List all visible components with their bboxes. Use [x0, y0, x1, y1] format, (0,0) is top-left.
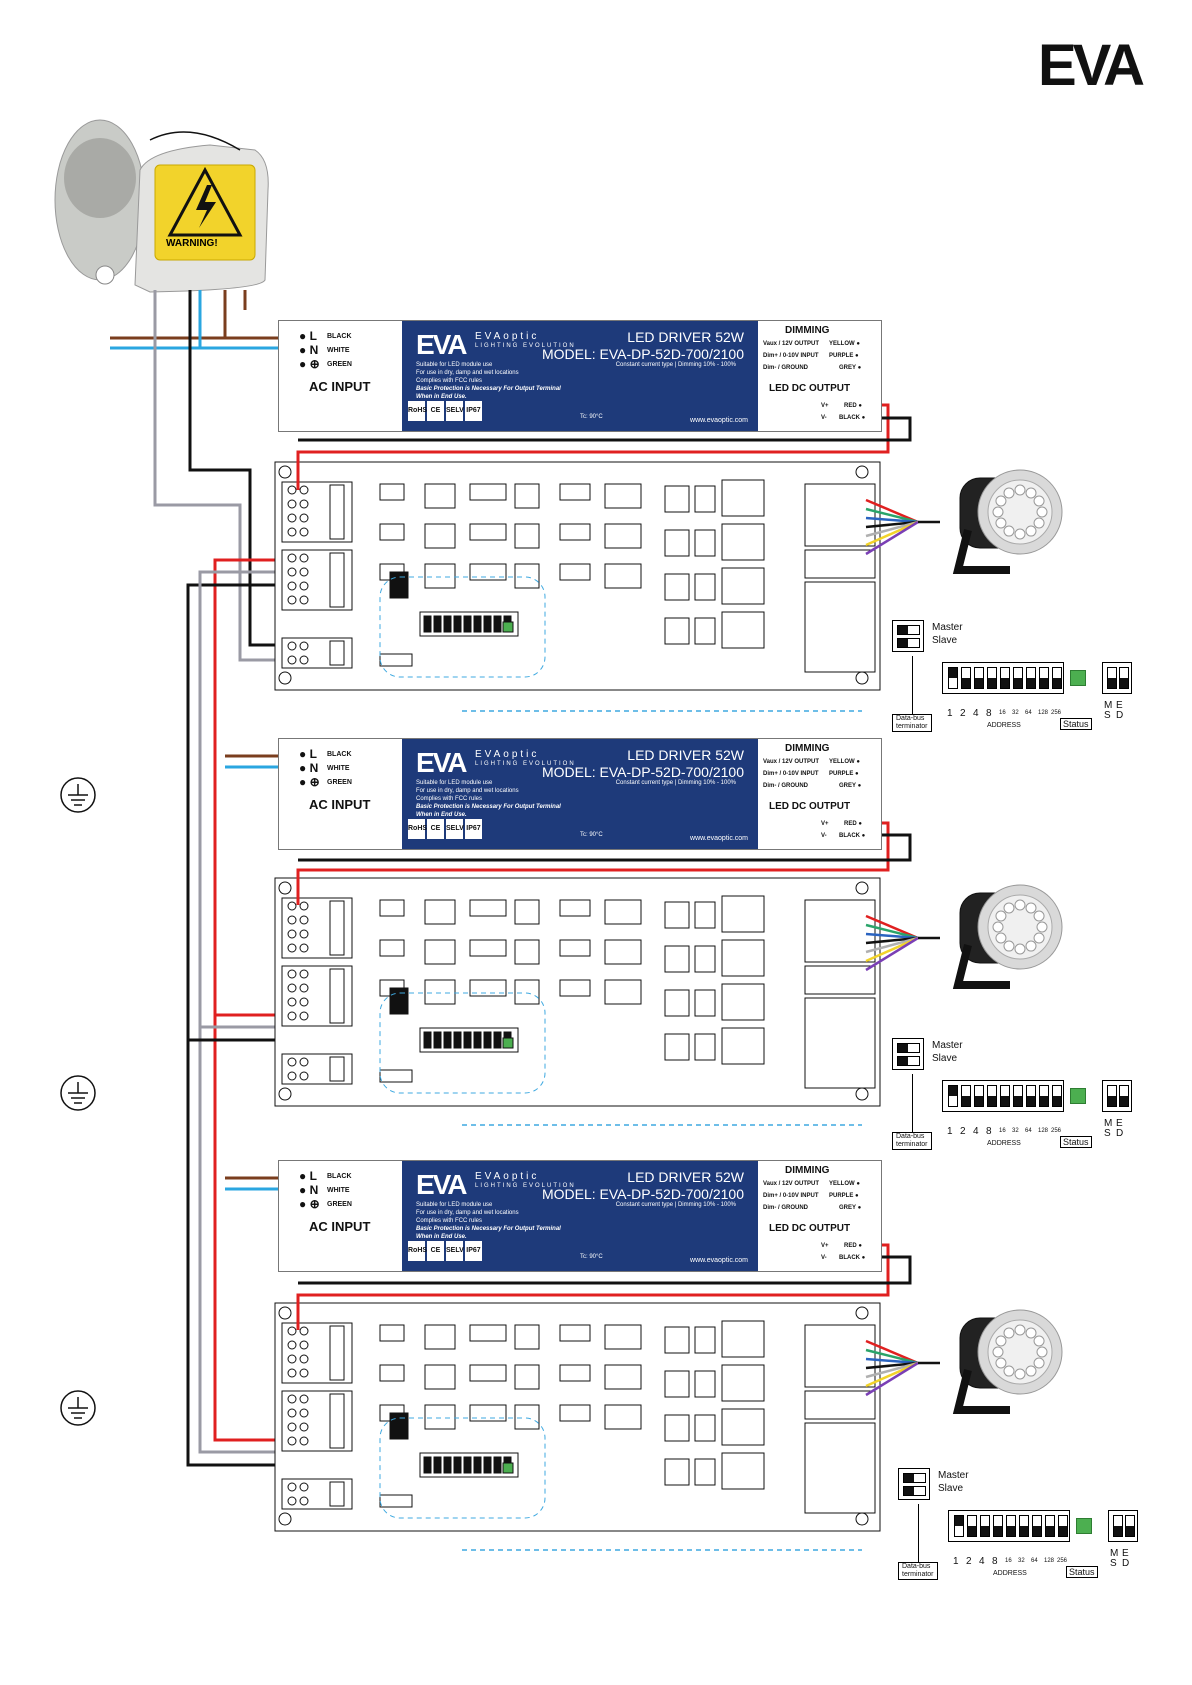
driver-model: MODEL: EVA-DP-52D-700/2100 — [541, 1186, 744, 1202]
cert-badge: CE — [427, 401, 444, 421]
ac-input-title: AC INPUT — [309, 797, 371, 812]
master-slave-switch — [892, 1038, 924, 1070]
driver-model: MODEL: EVA-DP-52D-700/2100 — [541, 346, 744, 362]
status-led — [1076, 1518, 1092, 1534]
driver-logo: EVA — [416, 329, 467, 360]
driver-label-panel: EVA EVAoptic LIGHTING EVOLUTION LED DRIV… — [402, 321, 758, 431]
cert-badge: CE — [427, 1241, 444, 1261]
warning-label: WARNING! — [166, 238, 218, 249]
n-terminal: ● N — [299, 761, 319, 775]
earth-symbols — [60, 777, 96, 1426]
driver-label-panel: EVA EVAoptic LIGHTING EVOLUTION LED DRIV… — [402, 1161, 758, 1271]
ac-input-title: AC INPUT — [309, 1219, 371, 1234]
ground-terminal: ● ⊕ — [299, 775, 320, 789]
driver-label-panel: EVA EVAoptic LIGHTING EVOLUTION LED DRIV… — [402, 739, 758, 849]
ground-terminal: ● ⊕ — [299, 1197, 320, 1211]
address-dip-switch — [948, 1510, 1070, 1542]
l-terminal: ● L — [299, 1169, 317, 1183]
data-arrows — [462, 710, 862, 1551]
me-sd-switch — [1108, 1510, 1138, 1542]
cert-badge: CE — [427, 819, 444, 839]
status-led — [1070, 670, 1086, 686]
address-dip-switch — [942, 662, 1064, 694]
n-terminal: ● N — [299, 343, 319, 357]
me-sd-switch — [1102, 1080, 1132, 1112]
cert-badge: RoHS — [408, 401, 427, 421]
cert-badge: RoHS — [408, 819, 427, 839]
eva-logo: EVA — [1038, 33, 1145, 98]
driver-power: LED DRIVER 52W — [627, 1169, 744, 1185]
cert-badge: SELV — [446, 1241, 464, 1261]
master-slave-switch — [898, 1468, 930, 1500]
ground-terminal: ● ⊕ — [299, 357, 320, 371]
driver-power: LED DRIVER 52W — [627, 329, 744, 345]
driver-logo: EVA — [416, 1169, 467, 1200]
driver-model: MODEL: EVA-DP-52D-700/2100 — [541, 764, 744, 780]
n-terminal: ● N — [299, 1183, 319, 1197]
me-sd-switch — [1102, 662, 1132, 694]
junction-box — [54, 119, 269, 293]
cert-badge: IP67 — [465, 1241, 482, 1261]
spotlights — [952, 469, 1063, 1414]
status-led — [1070, 1088, 1086, 1104]
mains-wires — [110, 290, 297, 662]
master-slave-switch — [892, 620, 924, 652]
driver-power: LED DRIVER 52W — [627, 747, 744, 763]
cert-badge: SELV — [446, 819, 464, 839]
l-terminal: ● L — [299, 747, 317, 761]
ac-input-title: AC INPUT — [309, 379, 371, 394]
address-dip-switch — [942, 1080, 1064, 1112]
cert-badge: SELV — [446, 401, 464, 421]
cert-badge: IP67 — [465, 401, 482, 421]
l-terminal: ● L — [299, 329, 317, 343]
cert-badge: RoHS — [408, 1241, 427, 1261]
cert-badge: IP67 — [465, 819, 482, 839]
driver-logo: EVA — [416, 747, 467, 778]
